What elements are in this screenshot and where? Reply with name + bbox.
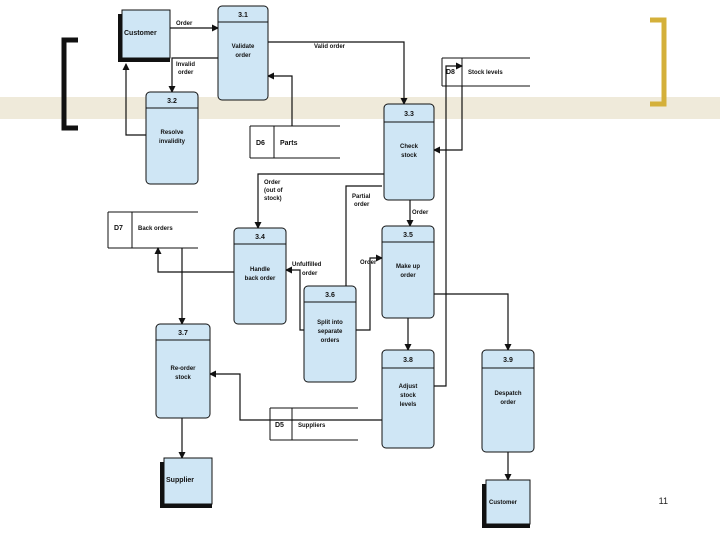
flow-lines [122,24,512,481]
store-name: Suppliers [298,423,326,429]
store-code: D5 [275,422,284,429]
left-bracket [61,37,78,131]
entity-label: Supplier [166,477,194,484]
process-id: 3.6 [325,292,335,299]
flow-label-invalid-1: Invalid [176,62,195,68]
process-id: 3.5 [403,232,413,239]
process-name-2: order [235,53,251,59]
beige-band [0,97,720,119]
process-name-2: stock [401,153,417,159]
process-id: 3.8 [403,357,413,364]
flow-valid-order [268,41,408,105]
process-id: 3.7 [178,330,188,337]
entity-label: Customer [124,30,157,37]
process-name-3: orders [321,338,340,344]
entity-supplier: Supplier [160,457,213,508]
store-d6-parts: D6 Parts [249,125,340,159]
process-3-1: 3.1 Validate order [217,5,269,101]
process-name-1: Check [400,144,419,150]
flow-label-order-top: Order [176,21,193,27]
store-code: D7 [114,225,123,232]
flow-adjust-to-reorder [209,370,382,421]
process-name-1: Adjust [399,384,418,390]
process-id: 3.2 [167,98,177,105]
flow-makeup-despatch [434,293,512,351]
store-d8-stock-levels: D8 Stock levels [441,57,530,87]
slide-decoration [0,17,720,131]
store-code: D6 [256,140,265,147]
flow-label-partial-1: Partial [352,194,371,200]
store-name: Stock levels [468,70,503,76]
process-name-2: invalidity [159,139,186,145]
process-3-5: 3.5 Make up order [381,225,435,319]
process-name-2: order [500,400,516,406]
store-code: D8 [446,69,455,76]
flow-order-mid [356,254,383,331]
flow-label-unfulfilled-1: Unfulfilled [292,262,322,268]
entity-customer-bottom: Customer [482,479,531,528]
flow-label-partial-2: order [354,202,370,208]
store-d7-back-orders: D7 Back orders [107,211,198,249]
process-name-2: stock [400,393,416,399]
flow-resolve-customer [122,63,146,136]
flow-label-oos-2: (out of [264,188,284,194]
flow-label-valid-order: Valid order [314,44,346,50]
process-name-1: Validate [232,44,255,50]
process-3-6: 3.6 Split into separate orders [303,285,357,383]
process-3-8: 3.8 Adjust stock levels [381,349,435,449]
process-id: 3.9 [503,357,513,364]
flow-parts-to-validate [267,72,293,126]
process-3-7: 3.7 Re-order stock [155,323,211,419]
process-3-9: 3.9 Despatch order [481,349,535,453]
flow-label-order-right: Order [412,210,429,216]
flow-unfulfilled [285,266,304,331]
store-name: Parts [280,140,298,147]
flow-partial-order [342,185,382,309]
flow-label-oos-3: stock) [264,196,282,202]
process-id: 3.3 [404,111,414,118]
flow-label-oos-1: Order [264,180,281,186]
store-d5-suppliers: D5 Suppliers [269,407,358,441]
entity-label: Customer [489,500,518,506]
process-id: 3.1 [238,12,248,19]
process-name-1: Split into [317,320,343,326]
process-3-3: 3.3 Check stock [383,103,435,201]
flow-label-invalid-2: order [178,70,194,76]
flow-label-order-mid: Order [360,260,377,266]
flow-out-of-stock [254,173,384,229]
flow-stock-to-check [433,86,463,154]
process-name-1: Resolve [160,130,184,136]
flow-adjust-to-stock [434,62,463,387]
process-name-3: levels [400,402,417,408]
process-3-2: 3.2 Resolve invalidity [145,91,199,185]
process-name-1: Re-order [170,366,196,372]
entity-customer-top: Customer [118,9,171,62]
process-name-2: separate [318,329,343,335]
flow-invalid-order [168,57,218,93]
process-name-1: Handle [250,267,271,273]
process-name-1: Make up [396,264,420,270]
flow-labels: Order Invalid order Valid order Order (o… [176,21,429,277]
store-name: Back orders [138,226,173,232]
flow-label-unfulfilled-2: order [302,271,318,277]
process-name-2: back order [245,276,276,282]
process-name-2: order [400,273,416,279]
process-id: 3.4 [255,234,265,241]
page-number: 11 [659,496,668,506]
process-name-2: stock [175,375,191,381]
process-3-4: 3.4 Handle back order [233,227,287,325]
right-bracket [650,17,667,107]
flow-to-back-orders [154,247,234,273]
process-name-1: Despatch [494,391,521,397]
